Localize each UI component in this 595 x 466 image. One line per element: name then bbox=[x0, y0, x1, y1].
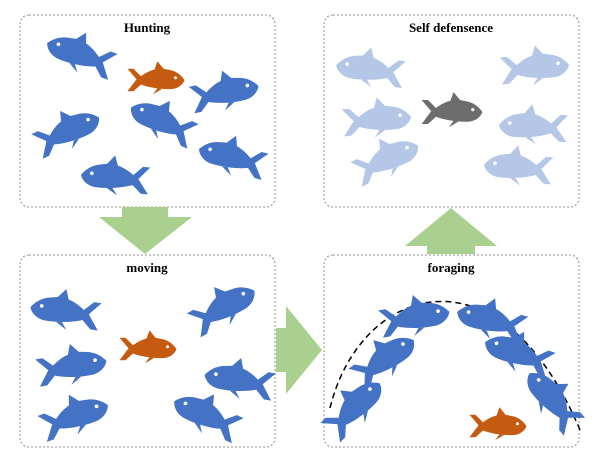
fish-icon bbox=[333, 42, 407, 92]
panel-moving: moving bbox=[19, 254, 276, 448]
fish-icon bbox=[498, 42, 571, 89]
fish-icon bbox=[376, 289, 453, 342]
fish-icon bbox=[27, 284, 103, 335]
panel-frame bbox=[19, 254, 276, 448]
panel-title-self-defense: Self defensence bbox=[409, 20, 493, 35]
panel-title-foraging: foraging bbox=[428, 260, 475, 275]
fish-icon bbox=[497, 102, 569, 146]
fish-icon bbox=[119, 330, 177, 364]
fish-icon bbox=[516, 358, 593, 439]
fish-icon bbox=[469, 407, 527, 441]
fish-icon bbox=[186, 63, 263, 117]
fish-icon bbox=[421, 92, 483, 128]
fish-icon bbox=[27, 97, 107, 162]
fish-icon bbox=[482, 142, 555, 189]
moving-fish-group bbox=[27, 270, 278, 447]
hunting-fish-group bbox=[27, 21, 271, 199]
arrow-up-icon bbox=[405, 208, 497, 254]
fish-icon bbox=[127, 61, 185, 95]
fish-icon bbox=[314, 367, 393, 446]
fish-icon bbox=[79, 152, 152, 199]
arrow-down-icon bbox=[99, 207, 192, 254]
fish-icon bbox=[123, 87, 203, 152]
foraging-fish-group bbox=[314, 289, 593, 446]
panel-frame bbox=[323, 254, 580, 448]
panel-title-hunting: Hunting bbox=[124, 20, 171, 35]
fish-icon bbox=[340, 94, 413, 141]
fish-icon bbox=[346, 125, 426, 190]
panel-foraging: foraging bbox=[323, 254, 580, 448]
panel-self-defense: Self defensence bbox=[323, 14, 580, 208]
panel-frame bbox=[323, 14, 580, 208]
arrow-right-icon bbox=[276, 306, 322, 394]
fish-icon bbox=[194, 127, 271, 184]
fish-icon bbox=[34, 383, 114, 446]
panel-title-moving: moving bbox=[126, 260, 168, 275]
fish-icon bbox=[343, 321, 424, 395]
fish-icon bbox=[182, 270, 264, 341]
fish-icon bbox=[41, 21, 121, 84]
foraging-arc bbox=[329, 300, 581, 431]
fish-icon bbox=[33, 338, 110, 391]
defense-fish-group bbox=[333, 42, 571, 190]
